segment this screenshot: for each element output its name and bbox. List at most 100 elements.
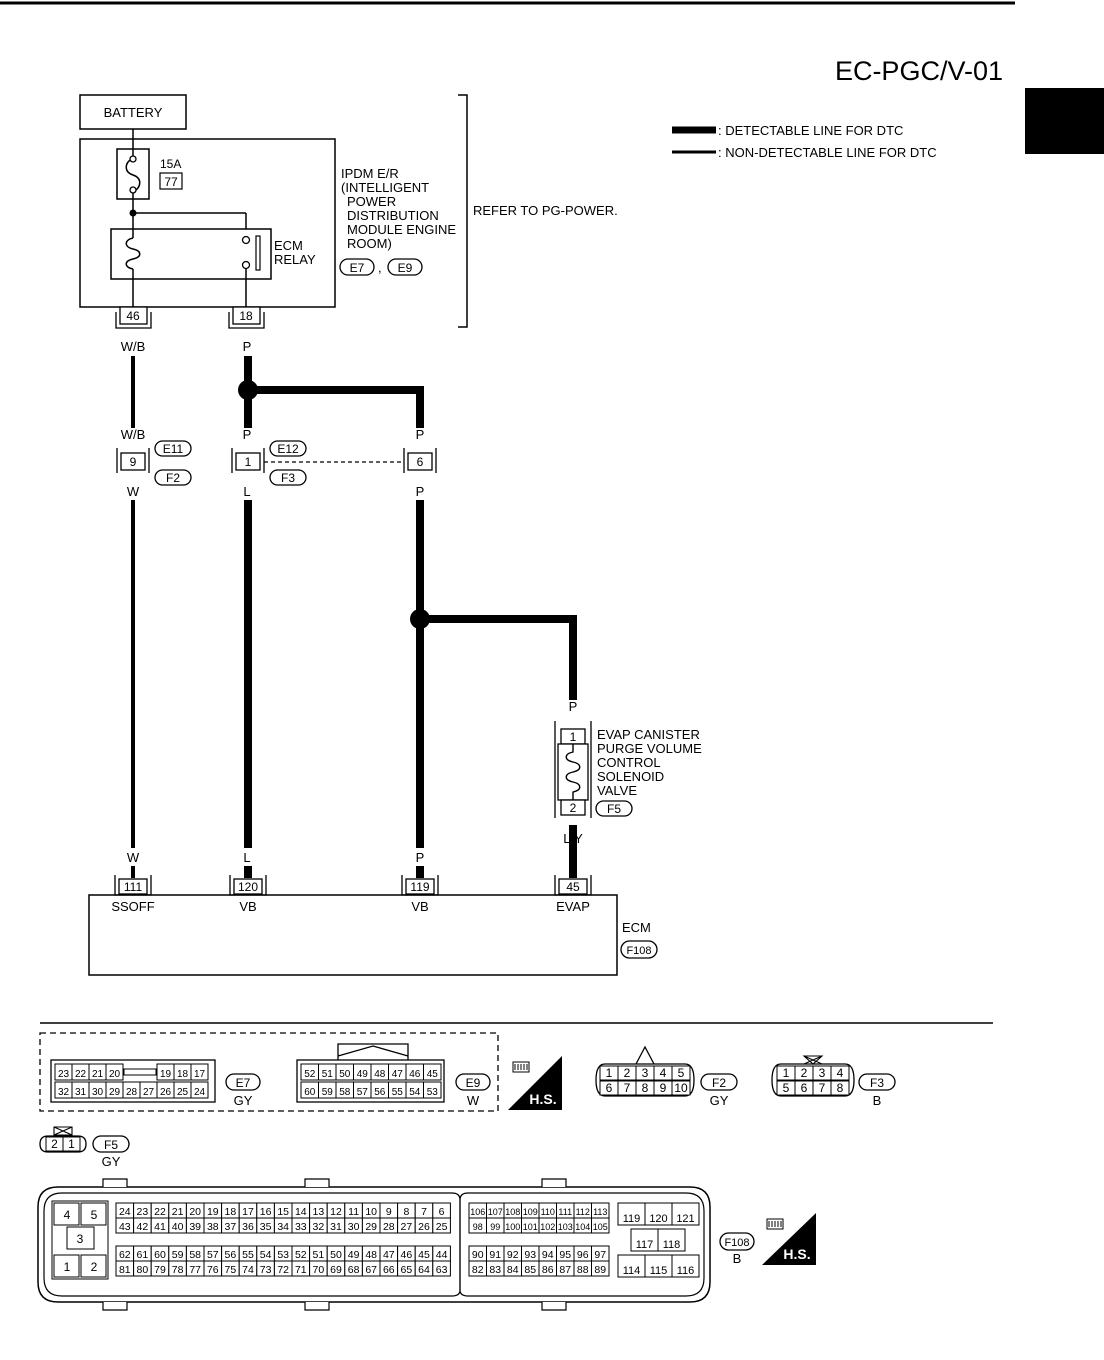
wire-color-right-lower: P bbox=[416, 484, 425, 499]
f108-cell: 98 bbox=[468, 1217, 487, 1234]
f108-pin: 108 bbox=[505, 1207, 520, 1217]
e9-cell: 45 bbox=[423, 1063, 442, 1081]
f108-cell: 54 bbox=[256, 1245, 275, 1262]
f108-cell: 27 bbox=[397, 1217, 416, 1234]
ecm-connector-f108: F108 bbox=[626, 945, 651, 957]
f108-pin: 116 bbox=[677, 1265, 695, 1277]
f3-pin: 6 bbox=[801, 1081, 808, 1095]
f108-pin: 102 bbox=[540, 1222, 555, 1232]
ecm-pin-120: 120 bbox=[229, 875, 267, 896]
f108-cell: 24 bbox=[115, 1202, 135, 1219]
ecm-box bbox=[88, 894, 618, 976]
f108-pin: 65 bbox=[401, 1264, 413, 1276]
f108-pin: 15 bbox=[277, 1206, 289, 1218]
f2-cell: 5 bbox=[671, 1065, 691, 1081]
f108-pin: 31 bbox=[330, 1221, 342, 1233]
e7-cell: 20 bbox=[105, 1063, 124, 1081]
f108-cell: 95 bbox=[556, 1245, 575, 1262]
e9-cell: 57 bbox=[353, 1081, 372, 1099]
f108-pin: 9 bbox=[386, 1206, 392, 1218]
f108-cell: 101 bbox=[521, 1217, 540, 1234]
f108-pin: 32 bbox=[313, 1221, 325, 1233]
f108-pin: 106 bbox=[470, 1207, 485, 1217]
f108-pin: 121 bbox=[676, 1213, 694, 1225]
f108-cell: 120 bbox=[644, 1202, 673, 1226]
f108-cell: 8 bbox=[397, 1202, 416, 1219]
f108-pin: 110 bbox=[541, 1207, 555, 1217]
svg-text:119: 119 bbox=[410, 880, 429, 894]
wire-p-branch bbox=[248, 386, 424, 428]
f108-cell: 105 bbox=[591, 1217, 610, 1234]
f5-pin: 2 bbox=[51, 1137, 58, 1151]
relay-label-2: RELAY bbox=[274, 252, 316, 267]
f108-cell: 23 bbox=[133, 1202, 152, 1219]
e7-pin: 28 bbox=[126, 1087, 138, 1098]
f108-cell: 110 bbox=[538, 1202, 557, 1219]
f108-pin: 96 bbox=[577, 1249, 589, 1261]
e9-pin: 59 bbox=[322, 1087, 334, 1098]
e9-pin: 58 bbox=[339, 1087, 351, 1098]
f2-pin: 2 bbox=[624, 1066, 631, 1080]
f108-pin: 30 bbox=[348, 1221, 360, 1233]
e7-pin: 24 bbox=[194, 1087, 206, 1098]
f108-cell: 22 bbox=[150, 1202, 170, 1219]
f108-cell: 89 bbox=[591, 1260, 610, 1277]
f108-pin: 89 bbox=[594, 1264, 606, 1276]
svg-text:9: 9 bbox=[130, 455, 137, 469]
f108-cell: 75 bbox=[221, 1260, 240, 1277]
f2-id: F2 bbox=[712, 1076, 726, 1090]
legend-detectable-text: : DETECTABLE LINE FOR DTC bbox=[718, 123, 903, 138]
f108-pin: 67 bbox=[365, 1264, 377, 1276]
f3-pin: 4 bbox=[837, 1066, 844, 1080]
fuse-icon bbox=[125, 149, 141, 199]
f108-pin: 60 bbox=[154, 1249, 166, 1261]
ecm-pin-label-vb2: VB bbox=[411, 899, 428, 914]
wire-color-evap-top: P bbox=[569, 699, 578, 714]
f108-pin: 1 bbox=[64, 1260, 71, 1274]
ipdm-connector-e9: E9 bbox=[398, 261, 413, 275]
f108-pin: 93 bbox=[524, 1249, 536, 1261]
e9-cell: 53 bbox=[423, 1081, 442, 1099]
f108-pin: 6 bbox=[439, 1206, 445, 1218]
f108-pin: 84 bbox=[507, 1264, 519, 1276]
e7-e9-group bbox=[39, 1032, 499, 1112]
f108-pin: 72 bbox=[277, 1264, 289, 1276]
e9-face bbox=[296, 1059, 445, 1103]
ipdm-connector-e7: E7 bbox=[350, 261, 365, 275]
f108-pin: 41 bbox=[154, 1221, 166, 1233]
e7-cell: 32 bbox=[54, 1081, 73, 1099]
f108-cell: 78 bbox=[168, 1260, 187, 1277]
f3-pin: 8 bbox=[837, 1081, 844, 1095]
e7-cell: 24 bbox=[190, 1081, 209, 1099]
f108-pin: 40 bbox=[172, 1221, 184, 1233]
evap-label-2: PURGE VOLUME bbox=[597, 741, 702, 756]
e9-cell: 48 bbox=[370, 1063, 389, 1081]
wire-color-ecm-p: P bbox=[416, 850, 425, 865]
e9-pin: 55 bbox=[392, 1087, 404, 1098]
f108-cell: 42 bbox=[133, 1217, 152, 1234]
ipdm-line-3: POWER bbox=[347, 194, 396, 209]
f108-cell: 67 bbox=[361, 1260, 381, 1277]
f108-cell: 116 bbox=[671, 1254, 700, 1278]
f108-pin: 48 bbox=[365, 1249, 377, 1261]
e9-pin: 49 bbox=[357, 1069, 369, 1080]
f2-pin: 1 bbox=[606, 1066, 613, 1080]
f108-cell: 1 bbox=[53, 1254, 80, 1278]
wire-color-mid-upper: P bbox=[243, 427, 252, 442]
f108-cell: 62 bbox=[115, 1245, 135, 1262]
f108-pin: 28 bbox=[383, 1221, 395, 1233]
joint-connector-left: 9 bbox=[116, 448, 150, 473]
f108-pin: 50 bbox=[330, 1249, 342, 1261]
f108-pin: 77 bbox=[189, 1264, 201, 1276]
f108-cell: 40 bbox=[168, 1217, 187, 1234]
wire-color-evap-bottom: L/Y bbox=[563, 831, 583, 846]
f108-pin: 12 bbox=[330, 1206, 342, 1218]
f3-cell: 4 bbox=[830, 1065, 850, 1081]
f108-pin: 66 bbox=[383, 1264, 395, 1276]
f2-color: GY bbox=[710, 1093, 729, 1108]
f108-cell: 93 bbox=[521, 1245, 540, 1262]
f108-cell: 70 bbox=[309, 1260, 328, 1277]
f108-cell: 3 bbox=[66, 1226, 95, 1250]
f108-cell: 43 bbox=[115, 1217, 135, 1234]
f108-cell: 117 bbox=[630, 1228, 659, 1252]
